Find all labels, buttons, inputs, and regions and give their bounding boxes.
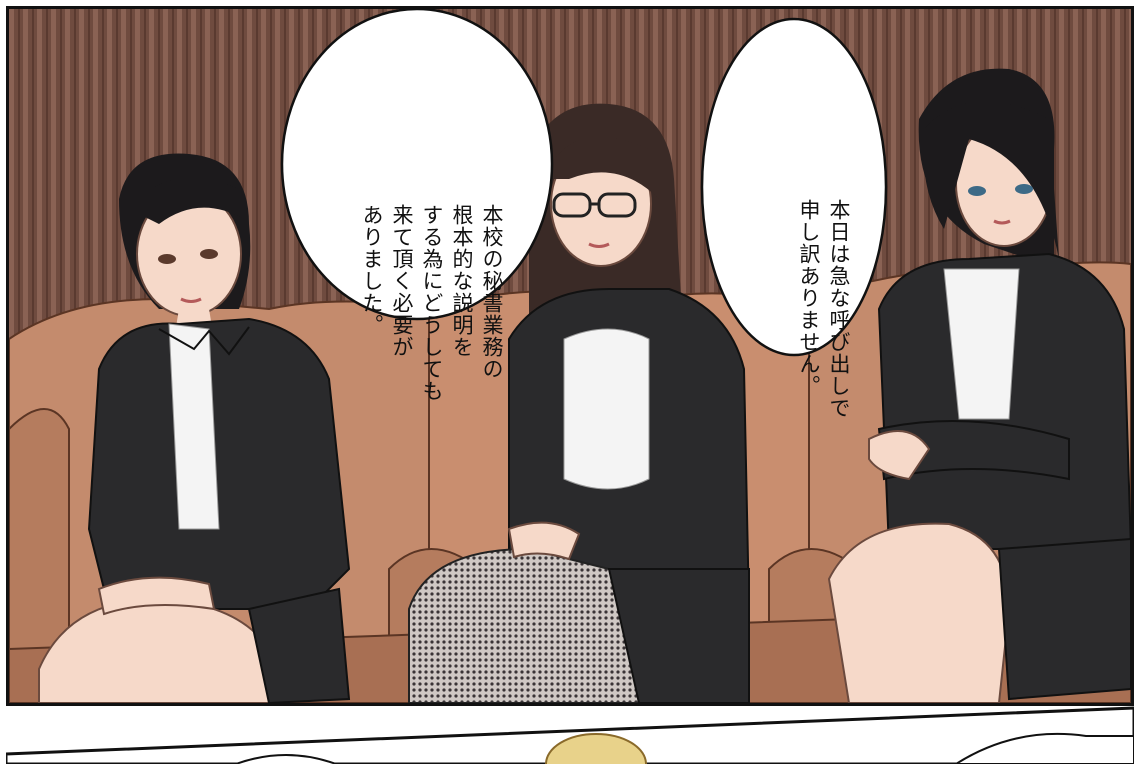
bubble-right-line-2: 申し訳ありません。 [797,199,821,397]
panel-illustration [9,9,1131,703]
bottom-panel-illustration [6,706,1134,764]
speech-bubble-left-text: 本校の秘書業務の 根本的な説明を する為にどうしても 来て頂く必要が ありました… [327,54,537,402]
woman-right-figure [827,68,1131,703]
manga-panel-top: 本校の秘書業務の 根本的な説明を する為にどうしても 来て頂く必要が ありました… [6,6,1134,706]
speech-bubble-right [700,17,888,357]
manga-panel-bottom-partial [6,706,1134,764]
woman-middle-figure [408,103,751,703]
bubble-left-line-2: 根本的な説明を [450,204,474,358]
bubble-right-line-1: 本日は急な呼び出しで [827,199,851,419]
bubble-left-line-4: 来て頂く必要が [390,204,414,358]
bubble-left-line-3: する為にどうしても [420,204,444,402]
speech-bubble-right-text: 本日は急な呼び出しで 申し訳ありません。 [764,49,884,419]
speech-bubble-left [280,9,554,321]
bubble-left-line-5: ありました。 [360,204,384,336]
bubble-left-line-1: 本校の秘書業務の [480,204,504,380]
woman-left-figure [38,153,351,703]
